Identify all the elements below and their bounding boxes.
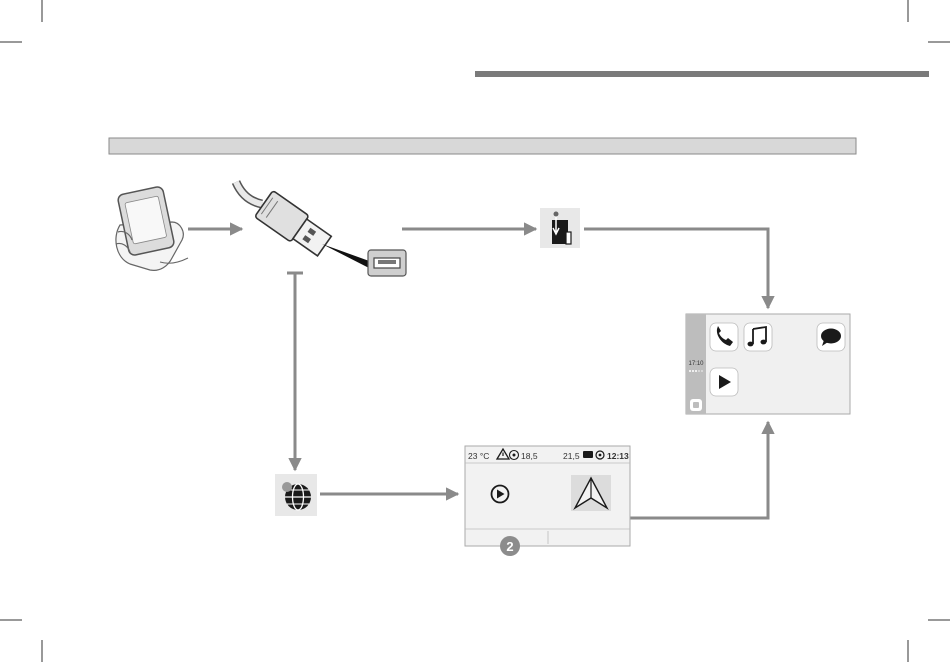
right-setpoint: 21,5 xyxy=(563,451,580,461)
port-pointer xyxy=(322,244,372,268)
home-button-icon[interactable] xyxy=(690,399,702,411)
navigation-icon[interactable] xyxy=(571,475,611,511)
usb-port-icon xyxy=(368,250,406,276)
arrow-touch-app-to-projection xyxy=(584,229,768,308)
left-setpoint: 18,5 xyxy=(521,451,538,461)
play-icon[interactable] xyxy=(710,368,738,396)
header-rule xyxy=(475,71,929,77)
smartphone-projection-screen: 17:10 xyxy=(686,314,850,414)
clock: 12:13 xyxy=(607,451,629,461)
temperature-readout: 23 °C xyxy=(468,451,489,461)
touch-application-icon[interactable] xyxy=(540,208,580,248)
section-band xyxy=(109,138,856,154)
phone-icon[interactable] xyxy=(710,323,738,351)
projection-time: 17:10 xyxy=(688,361,704,367)
usb-plug-icon xyxy=(236,182,334,259)
step-badge: 2 xyxy=(500,536,520,556)
music-icon[interactable] xyxy=(744,323,772,351)
connect-app-globe-icon[interactable] xyxy=(275,474,317,516)
home-screen: 23 °C 18,5 21,5 12:13 xyxy=(465,446,630,546)
media-status-icon xyxy=(583,451,593,458)
messages-icon[interactable] xyxy=(817,323,845,351)
smartphone-in-hand-icon xyxy=(116,186,188,270)
step-badge-number: 2 xyxy=(506,539,513,554)
